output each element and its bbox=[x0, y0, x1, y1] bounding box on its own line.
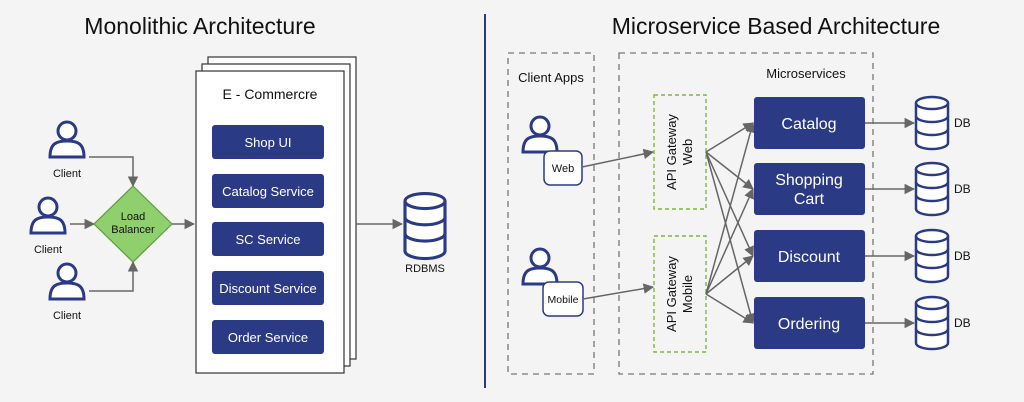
microservice-box bbox=[754, 97, 865, 149]
microservice-box bbox=[754, 230, 865, 282]
microservice-label-line-1: Shopping bbox=[775, 172, 843, 189]
microservice-discount: Discount bbox=[754, 230, 865, 282]
gateway-box bbox=[653, 235, 707, 353]
db-label: DB bbox=[954, 182, 971, 196]
microservice-label-line-2: Cart bbox=[794, 191, 825, 208]
service-box bbox=[212, 271, 324, 305]
load-balancer: Load Balancer bbox=[93, 185, 173, 263]
microservice-ordering: Ordering bbox=[754, 297, 865, 349]
db-shopping-cart: DB bbox=[914, 161, 971, 217]
microservice-box bbox=[754, 297, 865, 349]
connector-mobile-discount bbox=[705, 255, 754, 295]
microservice-label: Ordering bbox=[778, 316, 840, 333]
client-1: Client bbox=[48, 120, 86, 180]
user-icon bbox=[521, 247, 559, 286]
microservice-label: Catalog bbox=[781, 116, 836, 133]
user-icon bbox=[48, 120, 86, 159]
connector-mobile-ordering bbox=[705, 293, 754, 324]
user-icon bbox=[48, 262, 86, 301]
database-icon bbox=[914, 95, 950, 151]
connector-web-gateway bbox=[581, 148, 655, 168]
connector-client1-lb bbox=[89, 156, 139, 188]
db-label: DB bbox=[954, 316, 971, 330]
client-1-label: Client bbox=[53, 168, 81, 180]
app-title: E - Commercre bbox=[223, 86, 318, 102]
load-balancer-line-2: Balancer bbox=[111, 224, 155, 236]
monolith-title: Monolithic Architecture bbox=[84, 13, 315, 39]
gateway-line-1: API Gateway bbox=[664, 114, 679, 190]
service-label: Discount Service bbox=[219, 281, 317, 296]
client-3-label: Client bbox=[53, 310, 81, 322]
database-icon bbox=[914, 228, 950, 284]
db-catalog: DB bbox=[914, 95, 971, 151]
microservice-label: Discount bbox=[778, 249, 841, 266]
client-apps-container bbox=[507, 52, 595, 375]
web-device-box bbox=[543, 150, 583, 186]
ecommerce-app: E - Commercre Shop UI Catalog Service SC… bbox=[195, 56, 357, 374]
connector-web-ordering bbox=[705, 151, 756, 325]
service-order: Order Service bbox=[212, 320, 324, 354]
database-icon bbox=[914, 295, 950, 351]
microservice-box bbox=[754, 163, 865, 215]
service-catalog: Catalog Service bbox=[212, 174, 324, 208]
gateway-service-connectors bbox=[705, 121, 756, 325]
db-label: DB bbox=[954, 249, 971, 263]
service-sc: SC Service bbox=[212, 222, 324, 256]
api-gateway-web: API Gateway Web bbox=[653, 94, 707, 210]
connector-mobile-cart bbox=[705, 188, 754, 295]
db-ordering: DB bbox=[914, 295, 971, 351]
gateway-line-2: Web bbox=[680, 139, 695, 166]
microservices-label: Microservices bbox=[766, 66, 846, 81]
user-icon bbox=[29, 196, 67, 235]
client-2-label: Client bbox=[34, 244, 62, 256]
db-label: DB bbox=[954, 116, 971, 130]
client-2: Client bbox=[29, 196, 67, 256]
service-box bbox=[212, 222, 324, 256]
client-3: Client bbox=[48, 262, 86, 322]
service-discount: Discount Service bbox=[212, 271, 324, 305]
user-icon bbox=[521, 115, 559, 154]
service-label: Order Service bbox=[228, 330, 308, 345]
connector-web-cart bbox=[705, 151, 754, 190]
load-balancer-shape bbox=[93, 185, 173, 263]
gateway-line-2: Mobile bbox=[680, 275, 695, 313]
microservice-title: Microservice Based Architecture bbox=[612, 13, 941, 39]
service-label: SC Service bbox=[235, 232, 300, 247]
rdbms-label: RDBMS bbox=[405, 263, 445, 275]
web-device-label: Web bbox=[552, 163, 574, 175]
gateway-line-1: API Gateway bbox=[664, 256, 679, 332]
web-client: Web bbox=[521, 115, 583, 186]
microservices-container bbox=[618, 52, 874, 375]
microservice-shopping-cart: Shopping Cart bbox=[754, 163, 865, 215]
service-shop-ui: Shop UI bbox=[212, 125, 324, 159]
service-box bbox=[212, 125, 324, 159]
database-icon bbox=[403, 191, 447, 261]
connector-client3-lb bbox=[89, 260, 139, 292]
db-discount: DB bbox=[914, 228, 971, 284]
connector-mobile-catalog bbox=[705, 121, 756, 295]
connector-mobile-gateway bbox=[582, 283, 655, 300]
service-label: Catalog Service bbox=[222, 184, 314, 199]
service-box bbox=[212, 174, 324, 208]
rdbms: RDBMS bbox=[403, 191, 447, 275]
connector-web-catalog bbox=[705, 122, 754, 153]
database-icon bbox=[914, 161, 950, 217]
api-gateway-mobile: API Gateway Mobile bbox=[653, 235, 707, 353]
service-label: Shop UI bbox=[245, 135, 292, 150]
connector-web-discount bbox=[705, 151, 754, 257]
mobile-device-label: Mobile bbox=[548, 294, 579, 306]
service-box bbox=[212, 320, 324, 354]
mobile-client: Mobile bbox=[521, 247, 584, 317]
microservice-catalog: Catalog bbox=[754, 97, 865, 149]
client-apps-label: Client Apps bbox=[518, 70, 584, 85]
load-balancer-line-1: Load bbox=[121, 211, 145, 223]
